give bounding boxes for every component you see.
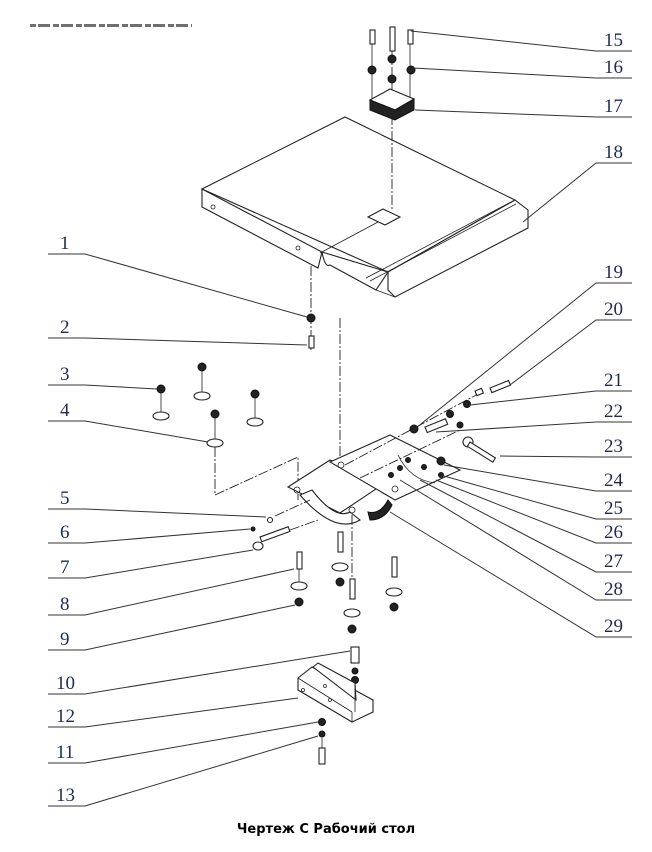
cropped-header-text — [30, 24, 192, 27]
callout-22: 22 — [604, 401, 623, 422]
callout-9: 9 — [60, 629, 70, 650]
callout-28: 28 — [604, 579, 623, 600]
left-fasteners — [152, 266, 316, 500]
callout-8: 8 — [60, 594, 70, 615]
table-top — [200, 116, 529, 298]
callout-25: 25 — [604, 498, 623, 519]
callout-1: 1 — [60, 233, 70, 254]
callout-21: 21 — [604, 370, 623, 391]
right-small-parts — [388, 379, 512, 478]
callouts-right — [389, 30, 632, 638]
callout-24: 24 — [604, 470, 624, 491]
callout-10: 10 — [56, 673, 75, 694]
callout-2: 2 — [60, 317, 70, 338]
callout-15: 15 — [604, 30, 623, 51]
callout-17: 17 — [604, 96, 623, 117]
mounting-bracket — [297, 646, 374, 765]
top-hardware — [367, 26, 416, 210]
drawing-caption: Чертеж С Рабочий стол — [236, 822, 416, 837]
callout-18: 18 — [604, 142, 623, 163]
lower-fasteners — [250, 499, 403, 634]
callout-19: 19 — [604, 262, 623, 283]
callout-12: 12 — [56, 706, 75, 727]
callout-11: 11 — [56, 742, 74, 763]
callout-4: 4 — [60, 400, 70, 421]
callout-20: 20 — [604, 299, 623, 320]
callout-3: 3 — [60, 364, 70, 385]
callout-13: 13 — [56, 785, 75, 806]
callouts-left — [48, 253, 351, 807]
callout-26: 26 — [604, 522, 623, 543]
trunnion-assembly — [286, 318, 481, 525]
callout-6: 6 — [60, 522, 70, 543]
callout-16: 16 — [604, 57, 623, 78]
callout-23: 23 — [604, 436, 623, 457]
callout-29: 29 — [604, 616, 623, 637]
callout-5: 5 — [60, 488, 70, 509]
callout-7: 7 — [60, 557, 70, 578]
callout-27: 27 — [604, 551, 623, 572]
